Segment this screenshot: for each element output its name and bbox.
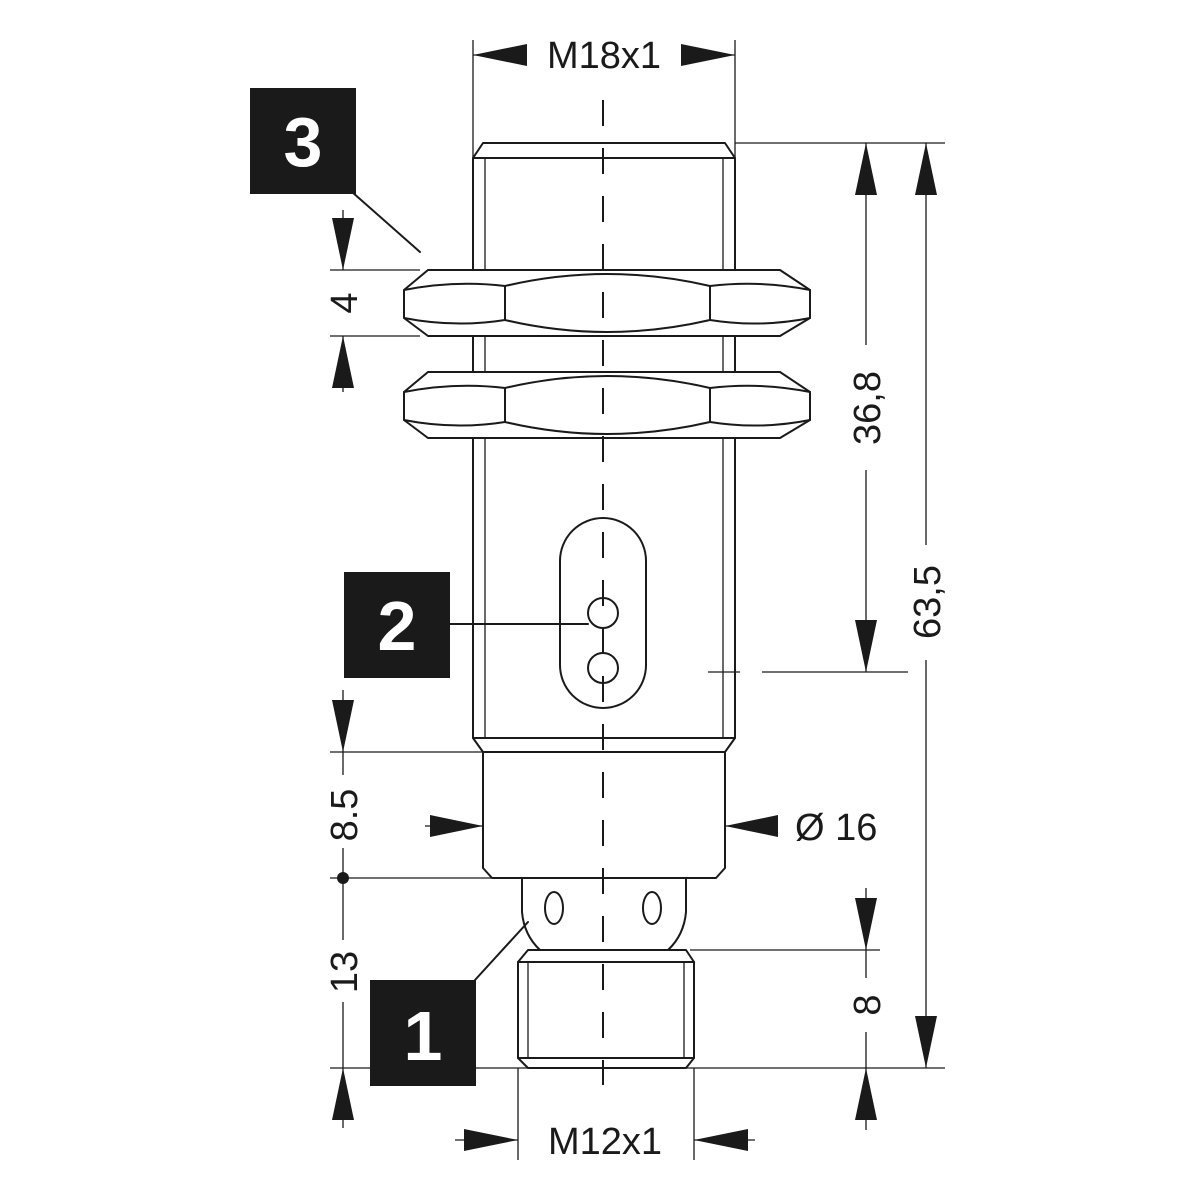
dim-total-length: 63,5 [907,143,949,1068]
callout-3: 3 [250,88,421,253]
dim-neck-diameter: Ø 16 [425,807,877,849]
neck-outline [482,751,726,879]
dim-neck-diameter-label: Ø 16 [795,807,877,849]
sensor-body [403,100,811,1085]
callout-2-label: 2 [378,587,417,665]
dim-connector-thread-length-label: 8 [847,994,889,1015]
callout-1: 1 [370,921,529,1086]
lower-nut [403,371,811,439]
dim-connector-thread-length: 8 [847,888,889,1130]
callout-3-label: 3 [284,103,323,181]
dim-nut-thickness-label: 4 [324,292,366,313]
dim-thread-bottom-label: M12x1 [548,1121,662,1163]
dim-nut-thickness: 4 [324,210,366,392]
dim-thread-top: M18x1 [473,28,735,80]
dim-upper-length-label: 36,8 [847,371,889,445]
dim-neck-length-label: 8.5 [324,789,366,842]
dim-thread-bottom: M12x1 [455,1121,755,1163]
dim-connector-length-label: 13 [324,951,366,993]
dim-junction-dot [337,872,349,884]
socket-hole-left [544,891,564,925]
callout-2: 2 [344,572,589,678]
connector-thread [517,949,695,1069]
socket-hole-right [642,891,662,925]
connector-socket [521,877,687,951]
dim-upper-length: 36,8 [847,143,889,672]
dim-total-length-label: 63,5 [907,565,949,639]
dim-left-stack: 8.5 13 [324,690,366,1128]
upper-nut [403,269,811,337]
dim-thread-top-label: M18x1 [547,35,661,77]
callout-1-label: 1 [404,997,443,1075]
